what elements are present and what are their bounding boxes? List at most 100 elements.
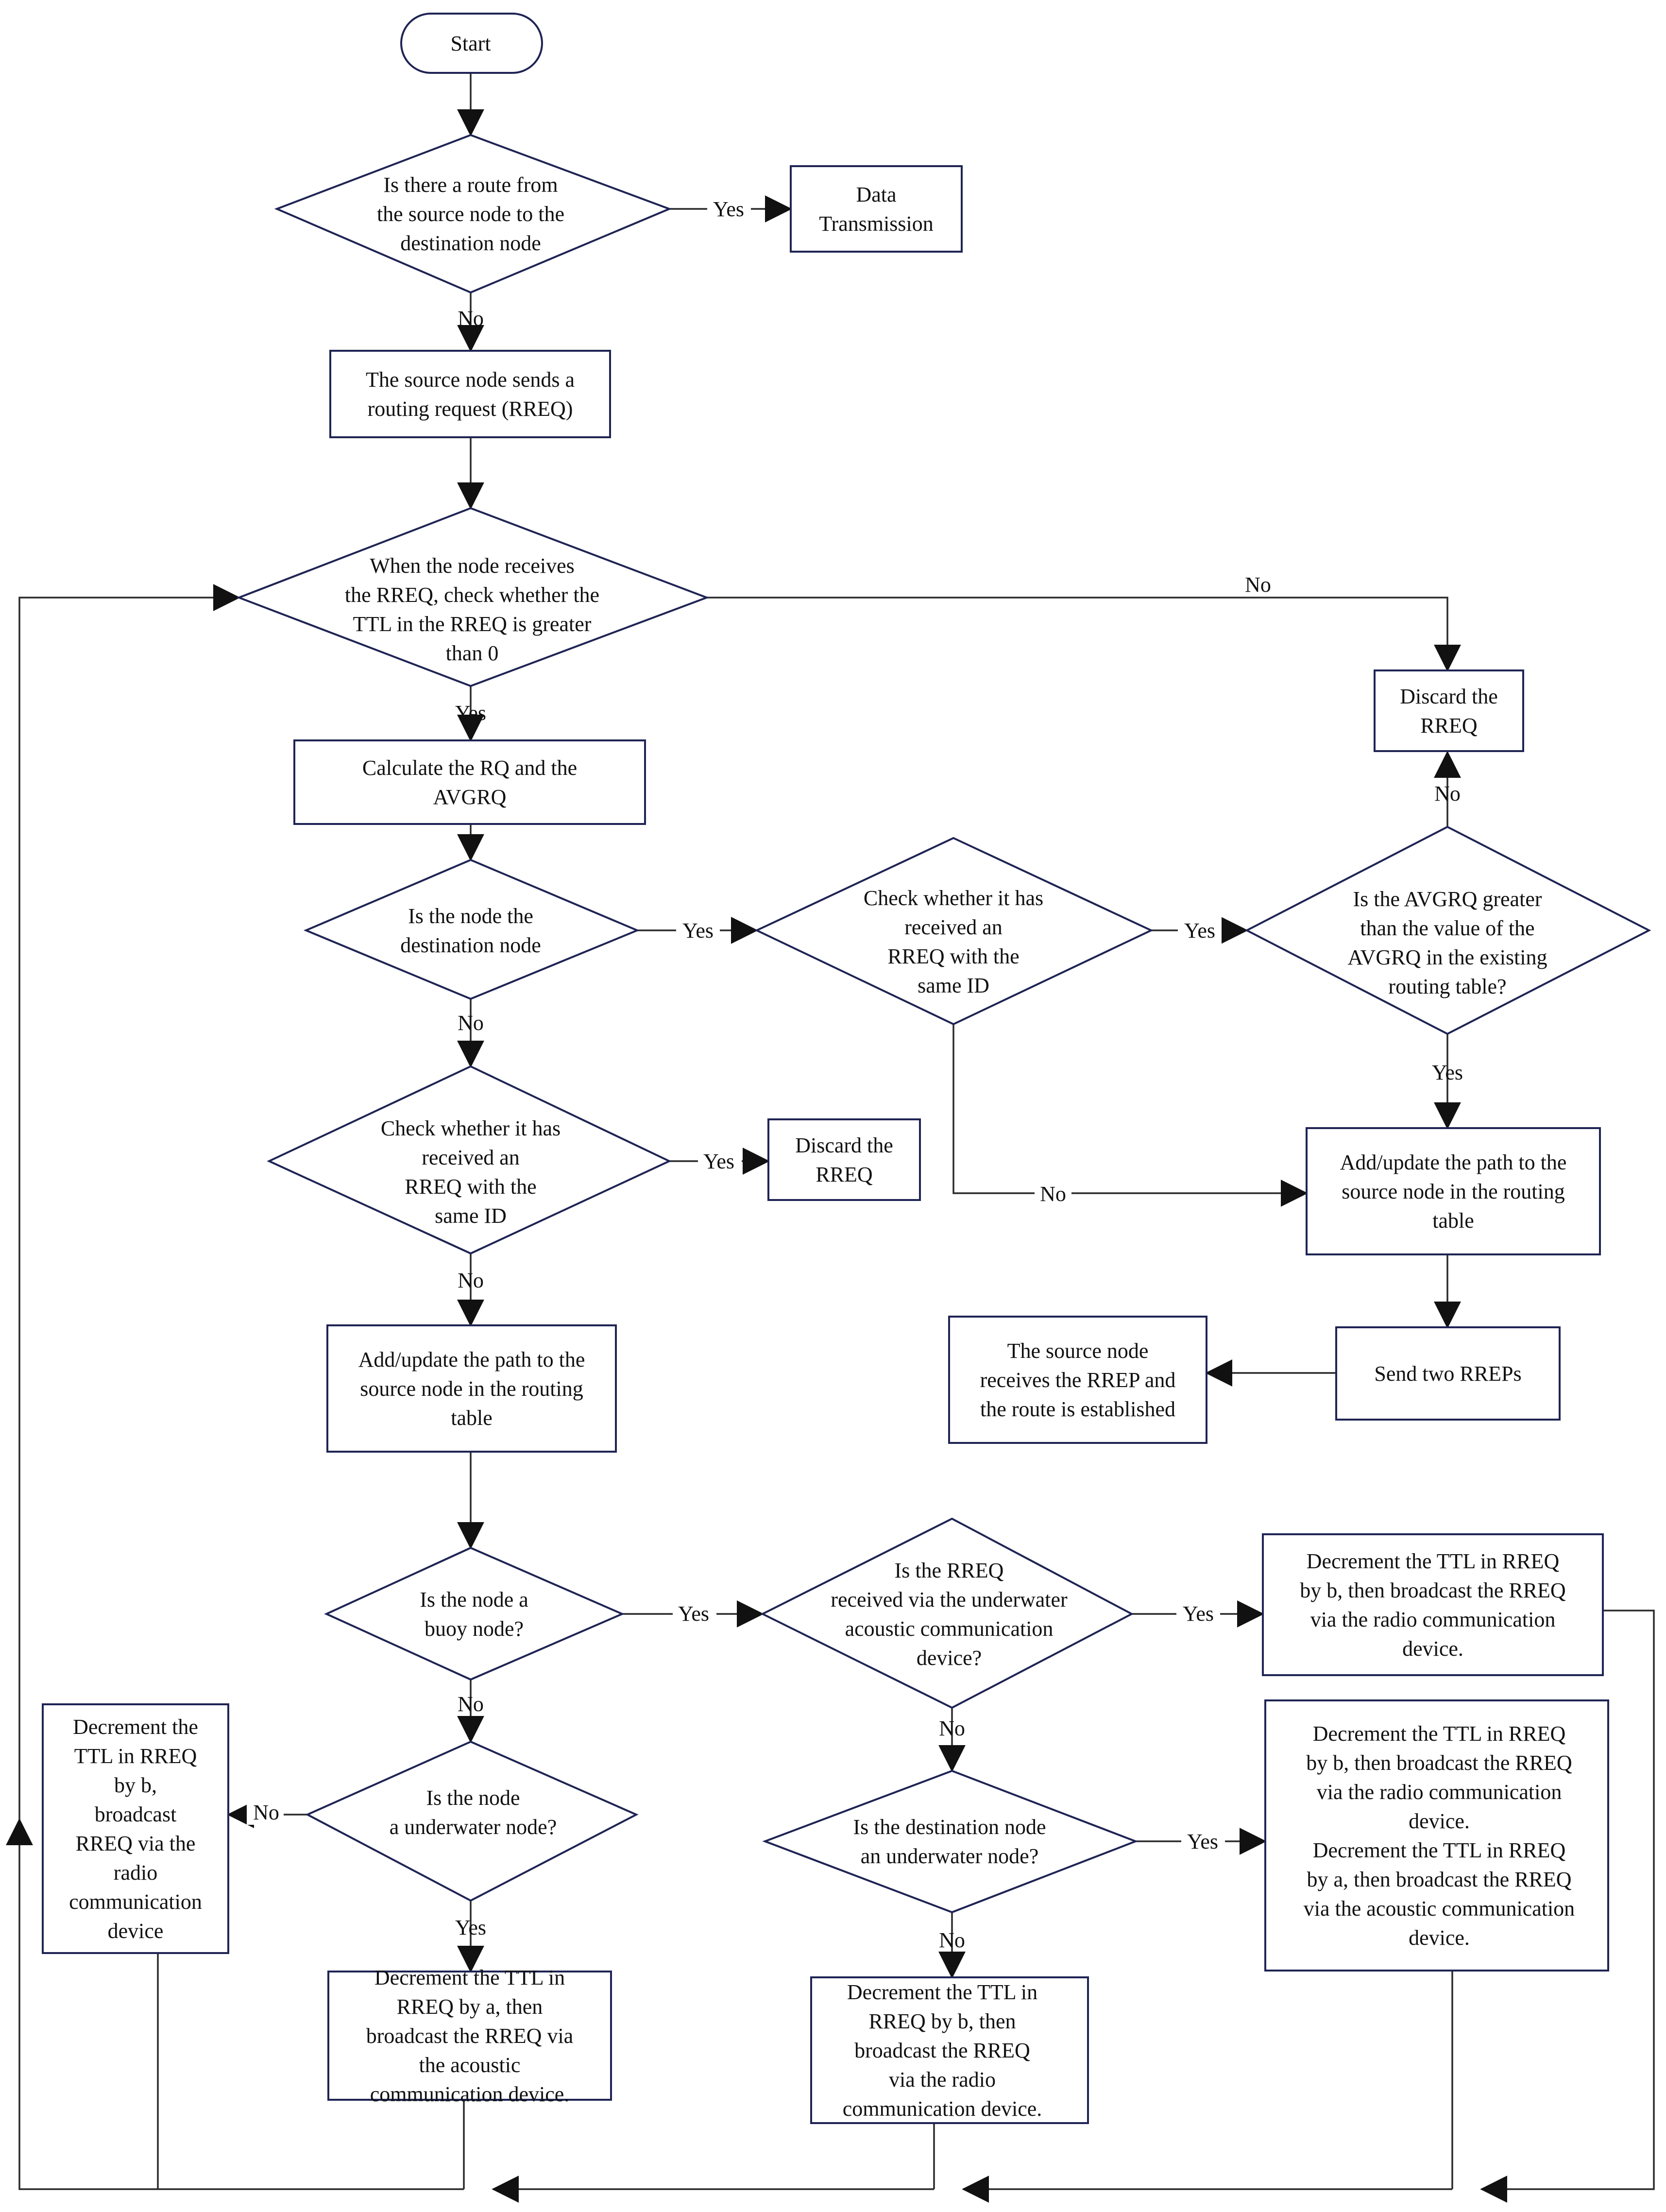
text-line: routing table? [1388, 975, 1506, 998]
start-label: Start [450, 32, 491, 55]
text-line: Is there a route from [383, 173, 558, 197]
text-line: by b, then broadcast the RREQ [1300, 1578, 1566, 1602]
text-line: broadcast the RREQ [854, 2039, 1030, 2062]
text-line: Decrement the TTL in [847, 1980, 1037, 2004]
text-line: acoustic communication [845, 1617, 1054, 1641]
text-decrement-both: Decrement the TTL in RREQ by b, then broa… [1304, 1722, 1575, 1950]
text-line: The source node [1007, 1339, 1149, 1363]
text-line: Is the node the [408, 904, 533, 928]
decision-route-exists [274, 134, 672, 294]
edge-label-dest-underwater-yes: Yes [1187, 1830, 1218, 1853]
text-line: by b, then broadcast the RREQ [1306, 1751, 1572, 1775]
edge-label-ttl-no: No [1245, 573, 1271, 597]
text-line: Add/update the path to the [1340, 1150, 1567, 1174]
text-line: Decrement the TTL in RREQ [1313, 1838, 1566, 1862]
text-line: AVGRQ in the existing [1347, 945, 1547, 969]
decision-dest-same-id [754, 837, 1154, 1026]
text-line: received an [422, 1146, 520, 1169]
edge-label-underwater-yes: Yes [455, 1916, 486, 1939]
text-line: table [1432, 1209, 1474, 1233]
text-line: a underwater node? [390, 1815, 557, 1839]
process-add-path-right [1306, 1127, 1601, 1255]
text-line: device [108, 1919, 164, 1943]
edge-label-acoustic-yes: Yes [1183, 1602, 1214, 1626]
text-line: source node in the routing [1342, 1180, 1564, 1203]
text-line: Send two RREPs [1374, 1362, 1521, 1386]
text-line: device. [1409, 1926, 1470, 1950]
text-line: Is the RREQ [895, 1559, 1004, 1582]
text-line: Decrement the TTL in RREQ [1307, 1549, 1560, 1573]
text-line: via the radio communication [1310, 1608, 1556, 1631]
text-line: than 0 [446, 641, 499, 665]
edge-label-buoy-no: No [458, 1692, 484, 1716]
text-line: Add/update the path to the [358, 1348, 585, 1372]
decision-is-destination [303, 858, 640, 1000]
edge-label-same-id-no: No [1040, 1182, 1066, 1206]
text-line: broadcast the RREQ via [366, 2024, 573, 2048]
edge-label-avgrq-no: No [1434, 782, 1461, 806]
text-line: Is the AVGRQ greater [1353, 887, 1542, 911]
text-line: Is the destination node [853, 1815, 1046, 1839]
process-decrement-acoustic [327, 1971, 612, 2101]
edge-label-left-same-id-no: No [458, 1269, 484, 1292]
text-line: Decrement the TTL in RREQ [1313, 1722, 1566, 1746]
process-decrement-radio-top [1262, 1533, 1604, 1676]
edge-label-acoustic-no: No [939, 1716, 965, 1740]
text-decrement-radio-top: Decrement the TTL in RREQ by b, then broa… [1300, 1549, 1566, 1661]
text-line: routing request (RREQ) [368, 397, 573, 421]
process-discard-rreq-top [1374, 669, 1524, 752]
edge-label-dest-underwater-no: No [939, 1928, 965, 1952]
text-line: RREQ with the [405, 1175, 536, 1199]
text-line: RREQ via the [76, 1832, 196, 1855]
text-is-destination: Is the node the destination node [400, 904, 541, 957]
text-line: by b, [114, 1773, 157, 1797]
edge-label-dest-no: No [458, 1011, 484, 1035]
text-source-sends-rreq: The source node sends a routing request (… [366, 368, 575, 421]
text-line: TTL in the RREQ is greater [353, 612, 592, 636]
decision-buoy-node [324, 1546, 625, 1681]
text-line: via the acoustic communication [1304, 1897, 1575, 1920]
text-line: Discard the [1400, 685, 1498, 708]
text-line: via the radio [889, 2068, 996, 2092]
text-line: by a, then broadcast the RREQ [1307, 1868, 1572, 1891]
text-line: Decrement the TTL in [374, 1966, 565, 1989]
arrow-same-id-no [952, 1024, 1308, 1207]
process-route-established [948, 1316, 1207, 1444]
text-line: TTL in RREQ [74, 1744, 197, 1768]
label-bg-dest-underwater-yes [1181, 1827, 1225, 1855]
text-line: destination node [400, 933, 541, 957]
edge-label-same-id-yes: Yes [1184, 919, 1215, 943]
start-terminal [400, 13, 543, 74]
text-line: Data [856, 183, 896, 206]
decision-avgrq-greater [1244, 825, 1651, 1035]
text-line: Is the node a [420, 1588, 528, 1612]
label-bg-route-yes [707, 194, 751, 223]
label-bg-same-id-yes [1178, 916, 1222, 944]
label-bg-underwater-no [247, 1798, 284, 1825]
label-bg-buoy-yes [673, 1599, 716, 1628]
decision-dest-underwater [762, 1769, 1139, 1914]
label-bg-same-id-no [1035, 1180, 1071, 1207]
text-line: Is the node [426, 1786, 520, 1810]
edge-label-route-yes: Yes [713, 197, 744, 221]
edge-label-avgrq-yes: Yes [1432, 1061, 1463, 1084]
arrow-ttl-no [707, 597, 1461, 672]
text-line: Check whether it has [864, 886, 1043, 910]
decision-left-same-id [267, 1065, 672, 1255]
text-line: The source node sends a [366, 368, 575, 392]
text-line: buoy node? [425, 1617, 524, 1641]
text-line: the route is established [980, 1397, 1175, 1421]
decision-received-acoustic [760, 1517, 1134, 1709]
text-add-path-right: Add/update the path to the source node in… [1340, 1150, 1567, 1233]
text-line: communication [69, 1890, 202, 1914]
